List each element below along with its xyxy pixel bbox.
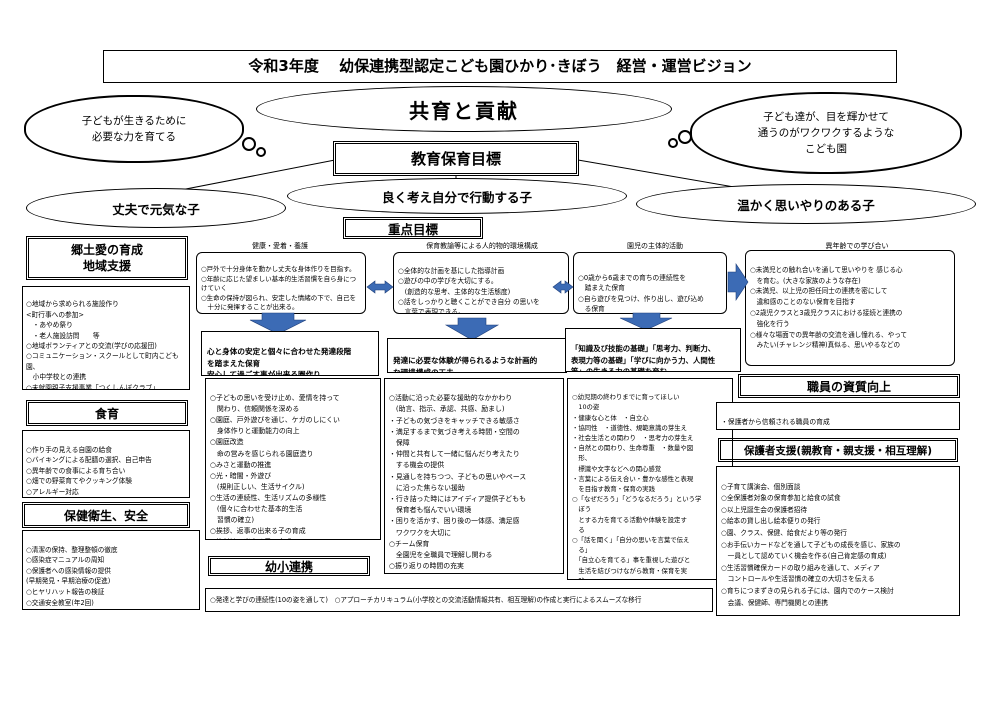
left-sect3-title: 保健衛生、安全 [22,502,190,528]
right-sect1-list-text: ・保護者から信頼される職員の育成 ・各種研修の参加 ・園内研修の充実 ・健康管理 [721,417,886,429]
goal-oval-1: 丈夫で元気な子 [26,188,286,228]
col1-list: ○子どもの思いを受け止め、愛情を持って 関わり、信頼関係を深める ○園庭、戸外遊… [205,378,381,540]
left-sect2-list: ○作り手の見える自園の給食 ○バイキングによる配膳の選択、自己申告 ○異年齢での… [22,430,190,498]
bottom-text: ○発達と学びの連続性(10の姿を通して) ○アプローチカリキュラム(小学校との交… [205,588,713,612]
col3-mid-text: 「知識及び技能の基礎」「思考力、判断力、 表現力等の基礎」「学びに向かう力、人間… [571,344,716,372]
goal-text-3: 温かく思いやりのある子 [737,197,875,213]
right-sect1-list: ・保護者から信頼される職員の育成 ・各種研修の参加 ・園内研修の充実 ・健康管理 [716,402,960,430]
goal-oval-2: 良く考え自分で行動する子 [287,178,627,214]
double-arrow-1 [366,280,394,294]
col2-list-text: ○活動に沿った必要な援助的なかかわり (助言、指示、承認、共感、励まし) ・子ど… [389,394,527,571]
left-sect1-title: 郷土愛の育成 地域支援 [26,236,188,280]
col1-list-text: ○子どもの思いを受け止め、愛情を持って 関わり、信頼関係を深める ○園庭、戸外遊… [210,394,340,539]
col1-top: ○戸外で十分身体を動かし丈夫な身体作りを目指す。 ○年齢に応じた望ましい基本的生… [196,252,366,314]
col1-mid-text: 心と身体の安定と個々に合わせた発達段階 を踏まえた保育 安心して過ごす事が出来る… [207,347,352,376]
right-sect2-list-text: ○子育て講演会、個別面談 ○全保護者対象の保育参加と給食の試食 ○以上児誕生会の… [721,482,901,607]
col-label-3: 園児の主体的活動 [627,242,683,250]
right-sect2-title-text: 保護者支援(親教育・親支援・相互理解) [743,444,933,457]
left-sect2-title-text: 食育 [94,406,119,421]
cloud-left-text: 子どもが生きるために 必要な力を育てる [81,115,187,143]
col-label-1: 健康・愛着・養護 [252,242,308,250]
col4-top-text: ○未満児との触れ合いを通して思いやりを 感じる心 を育む。(大きな家族のような存… [750,265,908,350]
col3-mid: 「知識及び技能の基礎」「思考力、判断力、 表現力等の基礎」「学びに向かう力、人間… [565,328,741,372]
left-sect1-list-text: ○地域から求められる施設作り <町行事への参加> ・あやめ祭り ・老人施設訪問 … [26,300,179,390]
col-label-2: 保育教諭等による人的物的環境構成 [426,242,538,250]
col4-top: ○未満児との触れ合いを通して思いやりを 感じる心 を育む。(大きな家族のような存… [745,250,955,366]
col3-list-text: ○幼児期の終わりまでに育ってほしい 10の姿 ・健康な心と体 ・自立心 ・協同性… [572,393,702,579]
bottom-title-text: 幼小連携 [264,559,313,574]
goal-text-1: 丈夫で元気な子 [112,201,200,217]
goal-title: 教育保育目標 [410,150,501,168]
col3-list: ○幼児期の終わりまでに育ってほしい 10の姿 ・健康な心と体 ・自立心 ・協同性… [567,378,733,580]
col2-top: ○全体的な計画を基にした指導計画 ○遊びの中の学びを大切にする。 (創造的な思考… [393,252,569,314]
col-label-4: 異年齢での学び合い [825,242,889,250]
col3-top: ○0歳から6歳までの育ちの連続性を 踏まえた保育 ○自ら遊びを見つけ、作り出し、… [573,252,727,314]
page-title: 令和3年度 幼保連携型認定こども園ひかり･きぼう 経営・運営ビジョン [103,50,897,83]
left-sect3-list-text: ○清潔の保持、整理整頓の徹底 ○感染症マニュアルの周知 ○保護者への感染情報の提… [26,545,118,607]
goal-title-box: 教育保育目標 [333,141,579,176]
left-sect3-title-text: 保健衛生、安全 [63,508,148,523]
col3-top-text: ○0歳から6歳までの育ちの連続性を 踏まえた保育 ○自ら遊びを見つけ、作り出し、… [578,274,704,313]
left-sect2-title: 食育 [26,400,188,426]
right-sect2-list: ○子育て講演会、個別面談 ○全保護者対象の保育参加と給食の試食 ○以上児誕生会の… [716,466,960,616]
down-arrow-2 [444,317,500,341]
col1-top-text: ○戸外で十分身体を動かし丈夫な身体作りを目指す。 ○年齢に応じた望ましい基本的生… [201,265,357,312]
right-sect1-title-text: 職員の資質向上 [806,379,891,394]
right-sect1-title: 職員の資質向上 [738,374,960,398]
left-sect2-list-text: ○作り手の見える自園の給食 ○バイキングによる配膳の選択、自己申告 ○異年齢での… [26,445,152,496]
goal-text-2: 良く考え自分で行動する子 [381,189,532,205]
left-sect3-list: ○清潔の保持、整理整頓の徹底 ○感染症マニュアルの周知 ○保護者への感染情報の提… [22,530,200,610]
left-sect1-title-text: 郷土愛の育成 地域支援 [70,243,143,273]
left-sect1-list: ○地域から求められる施設作り <町行事への参加> ・あやめ祭り ・老人施設訪問 … [22,286,190,390]
goal-oval-3: 温かく思いやりのある子 [636,184,976,224]
col1-mid: 心と身体の安定と個々に合わせた発達段階 を踏まえた保育 安心して過ごす事が出来る… [201,331,379,376]
bottom-text-content: ○発達と学びの連続性(10の姿を通して) ○アプローチカリキュラム(小学校との交… [210,596,642,604]
page-title-text: 令和3年度 幼保連携型認定こども園ひかり･きぼう 経営・運営ビジョン [248,57,752,75]
col2-list: ○活動に沿った必要な援助的なかかわり (助言、指示、承認、共感、励まし) ・子ど… [384,378,564,574]
cloud-right: 子ども達が、目を輝かせて 通うのがワクワクするような こども園 [668,92,962,174]
cloud-right-text: 子ども達が、目を輝かせて 通うのがワクワクするような こども園 [757,111,895,155]
motto-oval: 共育と貢献 [256,86,672,132]
focus-title-box: 重点目標 [343,217,483,239]
right-sect2-title: 保護者支援(親教育・親支援・相互理解) [718,438,958,462]
motto-text: 共育と貢献 [409,98,519,123]
col2-top-text: ○全体的な計画を基にした指導計画 ○遊びの中の学びを大切にする。 (創造的な思考… [398,267,540,314]
cloud-left: 子どもが生きるために 必要な力を育てる [24,95,266,163]
col2-mid: 発達に必要な体験が得られるような計画的 な環境構成の工夫 [387,338,567,373]
bottom-title: 幼小連携 [208,556,370,576]
focus-title: 重点目標 [387,221,438,237]
col2-mid-text: 発達に必要な体験が得られるような計画的 な環境構成の工夫 [393,356,538,373]
